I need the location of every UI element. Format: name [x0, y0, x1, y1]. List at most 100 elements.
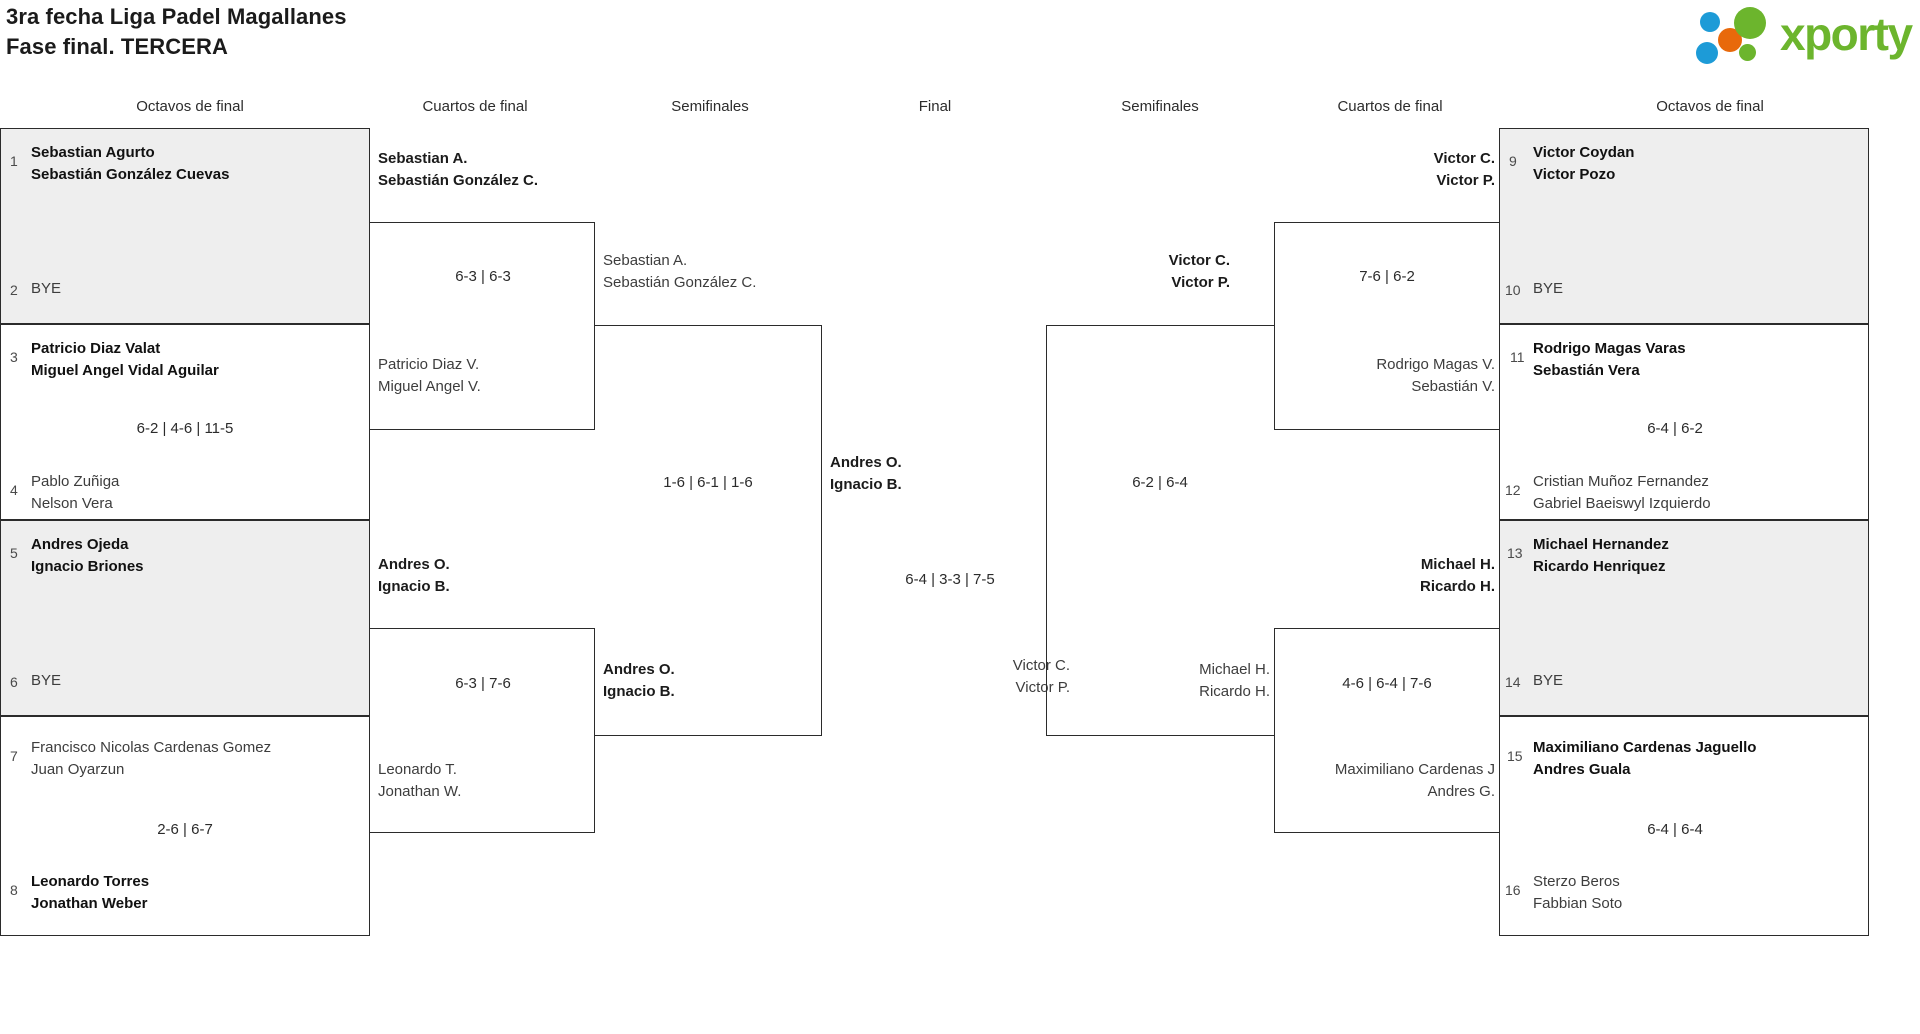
left-cuartos-2-box[interactable] — [370, 628, 595, 833]
seed-names-11: Rodrigo Magas Varas Sebastián Vera — [1533, 338, 1686, 382]
right-cuartos-1-top-line2: Victor P. — [1436, 172, 1495, 189]
logo-wordmark: xporty — [1780, 8, 1913, 60]
seed-number-15: 15 — [1507, 748, 1523, 764]
seed-number-12: 12 — [1505, 482, 1521, 498]
right-semis-box[interactable] — [1046, 325, 1274, 736]
seed-15-line1: Maximiliano Cardenas Jaguello — [1533, 739, 1757, 756]
seed-names-9: Victor Coydan Victor Pozo — [1533, 142, 1634, 186]
seed-cell-5-6[interactable]: 5 Andres Ojeda Ignacio Briones 6 BYE — [0, 520, 370, 716]
left-cuartos-1-top-names: Sebastian A. Sebastián González C. — [378, 148, 538, 192]
seed-cell-3-4[interactable]: 3 Patricio Diaz Valat Miguel Angel Vidal… — [0, 324, 370, 520]
seed-names-15: Maximiliano Cardenas Jaguello Andres Gua… — [1533, 737, 1756, 781]
left-semis-top-names: Sebastian A. Sebastián González C. — [603, 250, 756, 294]
seed-number-7: 7 — [10, 748, 18, 764]
seed-5-line2: Ignacio Briones — [31, 558, 144, 575]
page-title: 3ra fecha Liga Padel Magallanes Fase fin… — [6, 2, 347, 62]
right-cuartos-1-bot-names: Rodrigo Magas V. Sebastián V. — [1280, 354, 1495, 398]
seed-cell-13-14[interactable]: 13 Michael Hernandez Ricardo Henriquez 1… — [1499, 520, 1869, 716]
seed-number-4: 4 — [10, 482, 18, 498]
final-score: 6-4 | 3-3 | 7-5 — [905, 571, 995, 588]
seed-number-16: 16 — [1505, 882, 1521, 898]
left-cuartos-1-top-line1: Sebastian A. — [378, 150, 468, 167]
score-right-octavos-11-12: 6-4 | 6-2 — [1647, 420, 1703, 437]
round-header-left-semis: Semifinales — [671, 98, 749, 115]
seed-names-5: Andres Ojeda Ignacio Briones — [31, 534, 144, 578]
seed-names-7: Francisco Nicolas Cardenas Gomez Juan Oy… — [31, 737, 271, 781]
right-cuartos-2-box[interactable] — [1274, 628, 1499, 833]
seed-9-line1: Victor Coydan — [1533, 144, 1635, 161]
seed-number-3: 3 — [10, 349, 18, 365]
right-cuartos-1-top-line1: Victor C. — [1433, 150, 1495, 167]
seed-names-3: Patricio Diaz Valat Miguel Angel Vidal A… — [31, 338, 219, 382]
seed-names-12: Cristian Muñoz Fernandez Gabriel Baeiswy… — [1533, 471, 1711, 515]
right-cuartos-2-top-line2: Ricardo H. — [1419, 578, 1495, 595]
round-header-right-semis: Semifinales — [1121, 98, 1199, 115]
right-cuartos-1-bot-line2: Sebastián V. — [1411, 378, 1495, 395]
right-cuartos-1-bot-line1: Rodrigo Magas V. — [1376, 356, 1495, 373]
seed-14-line1: BYE — [1533, 672, 1564, 689]
final-right-names: Victor C. Victor P. — [830, 655, 1070, 699]
seed-number-6: 6 — [10, 674, 18, 690]
seed-4-line1: Pablo Zuñiga — [31, 473, 120, 490]
seed-number-1: 1 — [10, 153, 18, 169]
seed-7-line1: Francisco Nicolas Cardenas Gomez — [31, 739, 272, 756]
logo-dot-blue-bot — [1696, 42, 1718, 64]
seed-names-2: BYE — [31, 278, 61, 300]
right-cuartos-2-top-line1: Michael H. — [1420, 556, 1495, 573]
logo-dot-green-small — [1739, 44, 1756, 61]
seed-3-line1: Patricio Diaz Valat — [31, 340, 161, 357]
seed-number-14: 14 — [1505, 674, 1521, 690]
left-semis-box[interactable] — [594, 325, 822, 736]
left-cuartos-2-bot-line2: Jonathan W. — [378, 783, 462, 800]
seed-4-line2: Nelson Vera — [31, 495, 113, 512]
seed-names-1: Sebastian Agurto Sebastián González Cuev… — [31, 142, 229, 186]
seed-16-line2: Fabbian Soto — [1533, 895, 1623, 912]
seed-9-line2: Victor Pozo — [1533, 166, 1616, 183]
seed-cell-15-16[interactable]: 15 Maximiliano Cardenas Jaguello Andres … — [1499, 716, 1869, 936]
seed-number-10: 10 — [1505, 282, 1521, 298]
seed-number-5: 5 — [10, 545, 18, 561]
left-cuartos-2-bot-line1: Leonardo T. — [378, 761, 457, 778]
score-right-octavos-15-16: 6-4 | 6-4 — [1647, 821, 1703, 838]
round-header-right-octavos: Octavos de final — [1656, 98, 1764, 115]
seed-number-8: 8 — [10, 882, 18, 898]
seed-names-13: Michael Hernandez Ricardo Henriquez — [1533, 534, 1669, 578]
right-cuartos-1-box[interactable] — [1274, 222, 1499, 430]
seed-8-line2: Jonathan Weber — [31, 895, 148, 912]
left-cuartos-1-top-line2: Sebastián González C. — [378, 172, 539, 189]
seed-7-line2: Juan Oyarzun — [31, 761, 125, 778]
seed-10-line1: BYE — [1533, 280, 1564, 297]
seed-names-14: BYE — [1533, 670, 1563, 692]
seed-cell-1-2[interactable]: 1 Sebastian Agurto Sebastián González Cu… — [0, 128, 370, 324]
right-cuartos-2-bot-line1: Maximiliano Cardenas J — [1334, 761, 1495, 778]
seed-number-9: 9 — [1509, 153, 1517, 169]
right-cuartos-1-top-names: Victor C. Victor P. — [1280, 148, 1495, 192]
left-cuartos-1-bot-line1: Patricio Diaz V. — [378, 356, 480, 373]
left-semis-bot-line2: Ignacio B. — [603, 683, 675, 700]
seed-12-line1: Cristian Muñoz Fernandez — [1533, 473, 1709, 490]
score-left-octavos-7-8: 2-6 | 6-7 — [157, 821, 213, 838]
final-left-line2: Ignacio B. — [830, 476, 902, 493]
round-header-left-octavos: Octavos de final — [136, 98, 244, 115]
left-cuartos-1-bot-names: Patricio Diaz V. Miguel Angel V. — [378, 354, 481, 398]
final-right-line1: Victor C. — [1012, 657, 1070, 674]
seed-number-2: 2 — [10, 282, 18, 298]
left-cuartos-1-bot-line2: Miguel Angel V. — [378, 378, 481, 395]
title-line-1: 3ra fecha Liga Padel Magallanes — [6, 4, 347, 29]
seed-cell-7-8[interactable]: 7 Francisco Nicolas Cardenas Gomez Juan … — [0, 716, 370, 936]
right-cuartos-1-score: 7-6 | 6-2 — [1359, 268, 1415, 285]
seed-cell-9-10[interactable]: 9 Victor Coydan Victor Pozo 10 BYE — [1499, 128, 1869, 324]
right-semis-bot-line1: Michael H. — [1199, 661, 1270, 678]
right-cuartos-2-bot-names: Maximiliano Cardenas J Andres G. — [1270, 759, 1495, 803]
left-semis-score: 1-6 | 6-1 | 1-6 — [663, 474, 753, 491]
seed-13-line2: Ricardo Henriquez — [1533, 558, 1666, 575]
right-cuartos-2-top-names: Michael H. Ricardo H. — [1280, 554, 1495, 598]
left-semis-bot-line1: Andres O. — [603, 661, 675, 678]
round-header-left-cuartos: Cuartos de final — [422, 98, 528, 115]
right-semis-score: 6-2 | 6-4 — [1132, 474, 1188, 491]
left-cuartos-1-box[interactable] — [370, 222, 595, 430]
seed-cell-11-12[interactable]: 11 Rodrigo Magas Varas Sebastián Vera 12… — [1499, 324, 1869, 520]
left-cuartos-2-top-names: Andres O. Ignacio B. — [378, 554, 450, 598]
seed-1-line1: Sebastian Agurto — [31, 144, 155, 161]
